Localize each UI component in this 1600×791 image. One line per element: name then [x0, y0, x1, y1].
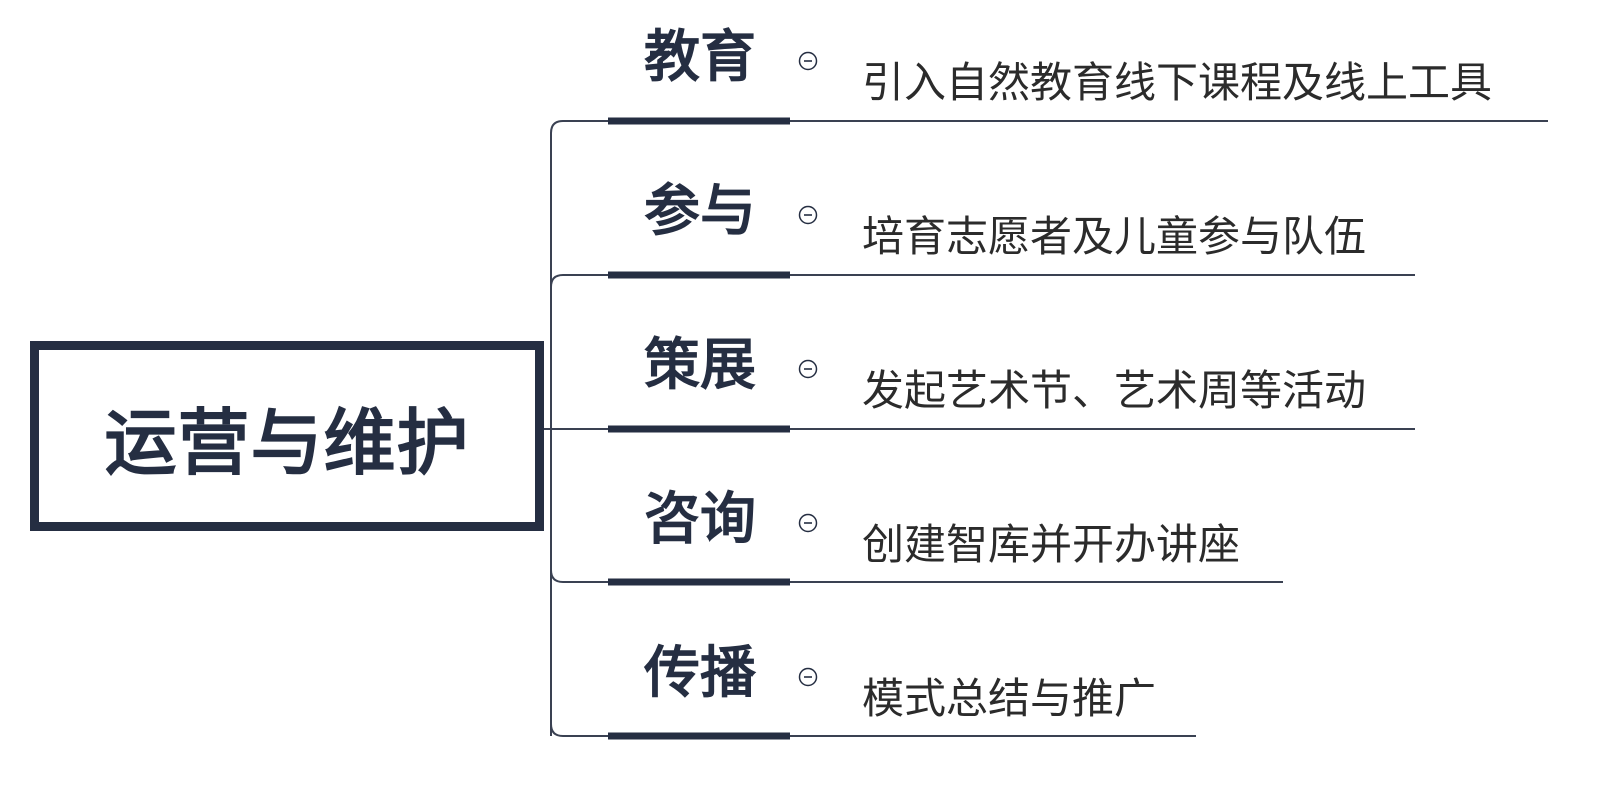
- leaf-node-participation[interactable]: 培育志愿者及儿童参与队伍: [862, 212, 1367, 261]
- leaf-node-education[interactable]: 引入自然教育线下课程及线上工具: [862, 58, 1493, 107]
- branch-connector: [550, 569, 610, 583]
- collapse-icon[interactable]: [798, 667, 818, 687]
- root-node-label: 运营与维护: [104, 400, 470, 485]
- branch-node-participation[interactable]: 参与: [644, 179, 756, 244]
- branch-node-dissemination[interactable]: 传播: [644, 641, 756, 706]
- trunk-line: [550, 120, 564, 736]
- branch-node-curation[interactable]: 策展: [644, 333, 756, 398]
- collapse-icon[interactable]: [798, 51, 818, 71]
- collapse-icon[interactable]: [798, 205, 818, 225]
- leaf-node-curation[interactable]: 发起艺术节、艺术周等活动: [862, 366, 1367, 415]
- branch-node-consulting[interactable]: 咨询: [644, 487, 756, 552]
- branch-connector: [550, 274, 610, 288]
- collapse-icon[interactable]: [798, 359, 818, 379]
- leaf-node-consulting[interactable]: 创建智库并开办讲座: [862, 520, 1241, 569]
- root-node[interactable]: 运营与维护: [30, 341, 544, 531]
- collapse-icon[interactable]: [798, 513, 818, 533]
- branch-connector: [550, 723, 610, 737]
- leaf-node-dissemination[interactable]: 模式总结与推广: [862, 674, 1157, 723]
- branch-node-education[interactable]: 教育: [644, 25, 756, 90]
